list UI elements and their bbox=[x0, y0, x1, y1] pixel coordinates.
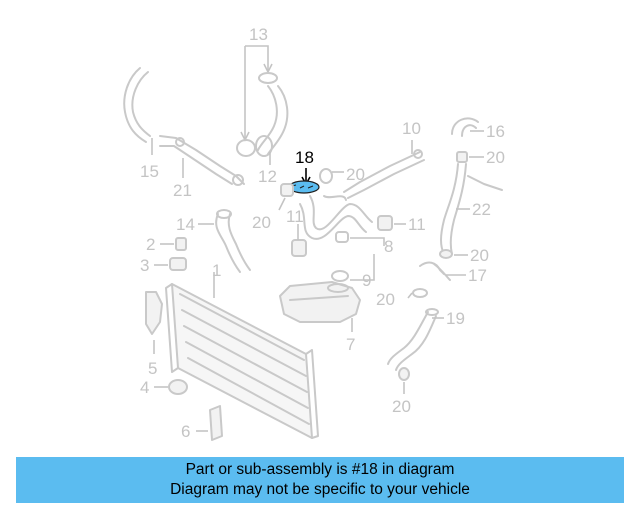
leader-9 bbox=[350, 254, 375, 281]
label-18: 18 bbox=[295, 148, 314, 167]
leader-8 bbox=[350, 237, 385, 246]
leader-20a bbox=[278, 197, 286, 211]
part-20-clamp-e bbox=[412, 288, 428, 298]
part-2-plug bbox=[175, 237, 187, 251]
label-16: 16 bbox=[486, 122, 505, 141]
part-7-expansion-tank bbox=[279, 281, 361, 323]
info-line-1: Part or sub-assembly is #18 in diagram bbox=[185, 461, 455, 478]
label-10: 10 bbox=[402, 119, 421, 138]
part-16-hose-inner bbox=[461, 124, 477, 137]
part-15-hose bbox=[123, 67, 151, 143]
leader-13b bbox=[245, 45, 269, 70]
part-6-bracket bbox=[209, 405, 223, 441]
part-8-clamp bbox=[335, 231, 349, 243]
part-11-clip-left bbox=[291, 239, 307, 257]
part-14-hose bbox=[215, 209, 251, 273]
label-8: 8 bbox=[384, 237, 393, 256]
label-11a: 11 bbox=[286, 207, 304, 226]
part-20-clamp-a bbox=[280, 183, 294, 197]
part-22-hose bbox=[440, 163, 503, 255]
part-3-mount bbox=[169, 257, 187, 271]
label-14: 14 bbox=[176, 215, 195, 234]
part-10-pipe bbox=[343, 149, 425, 199]
label-17: 17 bbox=[468, 266, 487, 285]
label-19: 19 bbox=[446, 309, 465, 328]
label-2: 2 bbox=[146, 235, 155, 254]
part-11-clip-right bbox=[377, 215, 393, 231]
label-20e: 20 bbox=[376, 290, 395, 309]
label-1: 1 bbox=[212, 261, 221, 280]
part-20-clamp-f bbox=[398, 367, 410, 381]
label-21: 21 bbox=[173, 181, 192, 200]
label-7: 7 bbox=[346, 335, 355, 354]
label-11b: 11 bbox=[408, 215, 426, 234]
label-15: 15 bbox=[140, 162, 159, 181]
label-20c: 20 bbox=[486, 148, 505, 167]
label-20f: 20 bbox=[392, 397, 411, 416]
part-20-clamp-b bbox=[319, 168, 333, 184]
label-3: 3 bbox=[140, 256, 149, 275]
part-20-clamp-d bbox=[439, 249, 453, 259]
part-17-hose-inner bbox=[433, 263, 451, 281]
label-5: 5 bbox=[148, 359, 157, 378]
part-21-pipe bbox=[159, 135, 245, 186]
info-banner: Part or sub-assembly is #18 in diagram D… bbox=[16, 457, 624, 503]
part-16-hose bbox=[451, 117, 479, 135]
part-4-cap bbox=[168, 379, 188, 395]
label-20d: 20 bbox=[470, 246, 489, 265]
label-9: 9 bbox=[362, 271, 371, 290]
leader-20e bbox=[407, 292, 413, 299]
part-5-bracket bbox=[145, 291, 163, 335]
part-20-clamp-c bbox=[456, 151, 468, 163]
info-line-2: Diagram may not be specific to your vehi… bbox=[170, 481, 470, 498]
label-20b: 20 bbox=[346, 165, 365, 184]
part-1-radiator bbox=[165, 283, 319, 439]
part-12-hose bbox=[236, 72, 289, 157]
label-12: 12 bbox=[258, 167, 277, 186]
label-13: 13 bbox=[249, 25, 268, 44]
part-19-hose bbox=[387, 308, 439, 371]
label-4: 4 bbox=[140, 378, 149, 397]
part-center-hose bbox=[299, 195, 373, 240]
label-6: 6 bbox=[181, 422, 190, 441]
label-20a: 20 bbox=[252, 213, 271, 232]
label-22: 22 bbox=[472, 200, 491, 219]
part-9-cap bbox=[331, 270, 349, 282]
